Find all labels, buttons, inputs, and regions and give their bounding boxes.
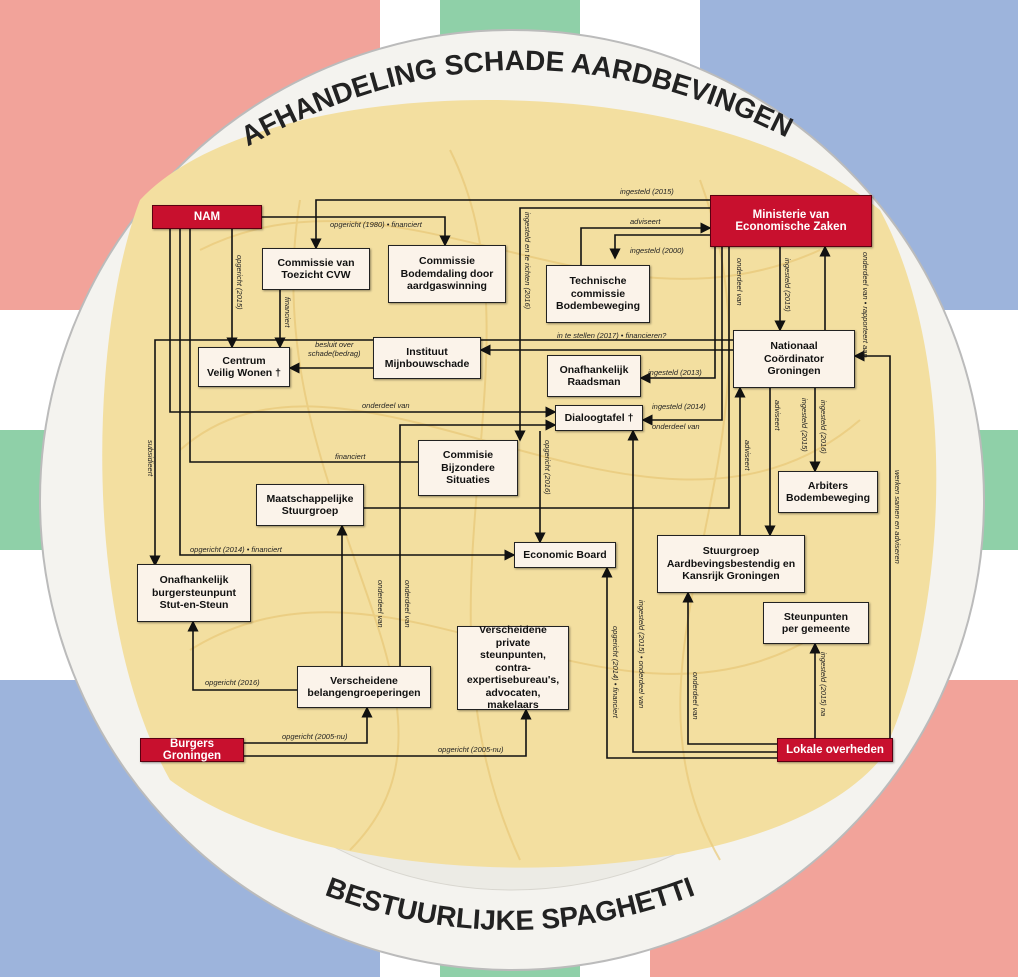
edge-label: onderdeel van: [362, 401, 410, 410]
edge: [399, 419, 557, 666]
node-ministerie-ez: Ministerie van Economische Zaken: [710, 195, 872, 247]
edge: [641, 247, 723, 426]
node-commissie-bodemdaling: Commissie Bodemdaling door aardgaswinnin…: [388, 245, 506, 303]
edge-label: adviseert: [630, 217, 661, 226]
edge-label: onderdeel van: [691, 672, 700, 720]
node-nam: NAM: [152, 205, 262, 229]
edge: [262, 216, 451, 247]
node-stut-en-steun: Onafhankelijk burgersteunpunt Stut-en-St…: [137, 564, 251, 622]
edge-label: onderdeel van: [376, 580, 385, 628]
edge: [601, 566, 777, 759]
node-maatschappelijke-stuurgroep: Maatschappelijke Stuurgroep: [256, 484, 364, 526]
edge-label: opgericht (2016): [205, 678, 260, 687]
edge: [179, 229, 516, 561]
node-nationaal-coordinator: Nationaal Coördinator Groningen: [733, 330, 855, 388]
edge-label: ingesteld (2015): [620, 187, 674, 196]
edge-label: adviseert: [773, 400, 782, 431]
edge-label: ingesteld (2016): [819, 400, 828, 454]
edge: [609, 234, 710, 260]
edge: [310, 199, 710, 250]
node-steunpunten: Steunpunten per gemeente: [763, 602, 869, 644]
edge-label: ingesteld (2015) na: [819, 652, 828, 717]
node-instituut-mijnbouwschade: Instituut Mijnbouwschade: [373, 337, 481, 379]
edge: [187, 620, 297, 691]
edge: [853, 350, 891, 738]
edge: [682, 591, 777, 745]
edge: [580, 222, 712, 265]
edge-label: onderdeel van: [652, 422, 700, 431]
edge: [514, 207, 710, 442]
edge-label: financiert: [335, 452, 366, 461]
edge-label: ingesteld (2013): [648, 368, 702, 377]
edge-label: opgericht (2005-nu): [282, 732, 348, 741]
edge: [364, 247, 730, 509]
node-technische-commissie: Technische commissie Bodembeweging: [546, 265, 650, 323]
node-centrum-veilig-wonen: Centrum Veilig Wonen †: [198, 347, 290, 387]
edge-label: financiert: [283, 297, 292, 328]
edge-label: ingesteld (2000): [630, 246, 684, 255]
node-economic-board: Economic Board: [514, 542, 616, 568]
edge-label: opgericht (2016): [543, 440, 552, 495]
node-private-steunpunten: Verscheidene private steunpunten, contra…: [457, 624, 569, 711]
edge-label: opgericht (2005-nu): [438, 745, 504, 754]
edge-label: onderdeel van: [403, 580, 412, 628]
edge-label: opgericht (1980) • financiert: [330, 220, 422, 229]
edge: [169, 229, 557, 418]
node-commissie-cvw: Commissie van Toezicht CVW: [262, 248, 370, 290]
edge-label: onderdeel van • rapporteert aan: [861, 252, 870, 358]
edge: [627, 429, 777, 753]
edge-label: opgericht (2014) • financiert: [190, 545, 282, 554]
edge-label: onderdeel van: [735, 258, 744, 306]
edge: [149, 339, 733, 567]
node-raadsman: Onafhankelijk Raadsman: [547, 355, 641, 397]
edge-label: ingesteld (2015) • onderdeel van: [637, 600, 646, 709]
node-belangengroeperingen: Verscheidene belangengroeperingen: [297, 666, 431, 708]
edge-label: ingesteld (2014): [652, 402, 706, 411]
edge-label: werken samen en adviseren: [893, 470, 902, 564]
node-dialoogtafel: Dialoogtafel †: [555, 405, 643, 431]
node-burgers-groningen: Burgers Groningen: [140, 738, 244, 762]
edge-label: subsidieert: [146, 440, 155, 477]
node-lokale-overheden: Lokale overheden: [777, 738, 893, 762]
node-arbiters: Arbiters Bodembeweging: [778, 471, 878, 513]
node-commissie-bijzondere-situaties: Commisie Bijzondere Situaties: [418, 440, 518, 496]
edge-label: opgericht (2015): [235, 255, 244, 310]
edge: [639, 247, 716, 384]
edge-label: adviseert: [743, 440, 752, 471]
edge-label: ingesteld (2015): [783, 258, 792, 312]
edge: [189, 229, 418, 463]
node-stuurgroep: Stuurgroep Aardbevingsbestendig en Kansr…: [657, 535, 805, 593]
edge: [244, 708, 532, 757]
edge-label: ingesteld en te richten (2016): [523, 212, 532, 310]
edge-label: besluit over schade(bedrag): [308, 340, 361, 358]
edge-label: in te stellen (2017) • financieren?: [557, 331, 667, 340]
edges: [149, 199, 891, 759]
edge: [244, 706, 373, 744]
edge-label: opgericht (2014) • financiert: [611, 626, 620, 718]
edge-label: ingesteld (2015): [800, 398, 809, 452]
